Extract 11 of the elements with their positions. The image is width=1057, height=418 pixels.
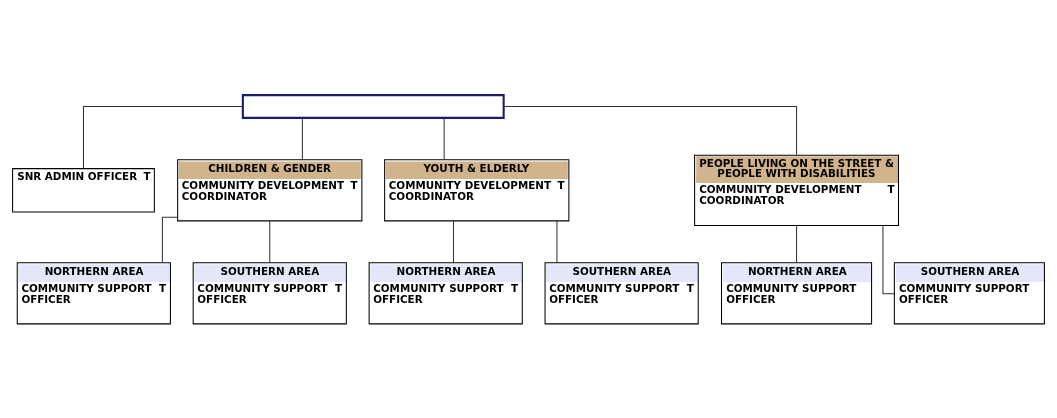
connector	[882, 224, 895, 294]
connector	[301, 117, 303, 160]
connector	[269, 219, 271, 263]
node-box	[241, 93, 505, 119]
connector	[503, 105, 798, 155]
connector	[82, 105, 244, 169]
connector	[161, 216, 178, 263]
connector	[443, 117, 445, 160]
connector	[796, 224, 798, 263]
connector	[556, 219, 558, 263]
connector	[452, 219, 454, 263]
